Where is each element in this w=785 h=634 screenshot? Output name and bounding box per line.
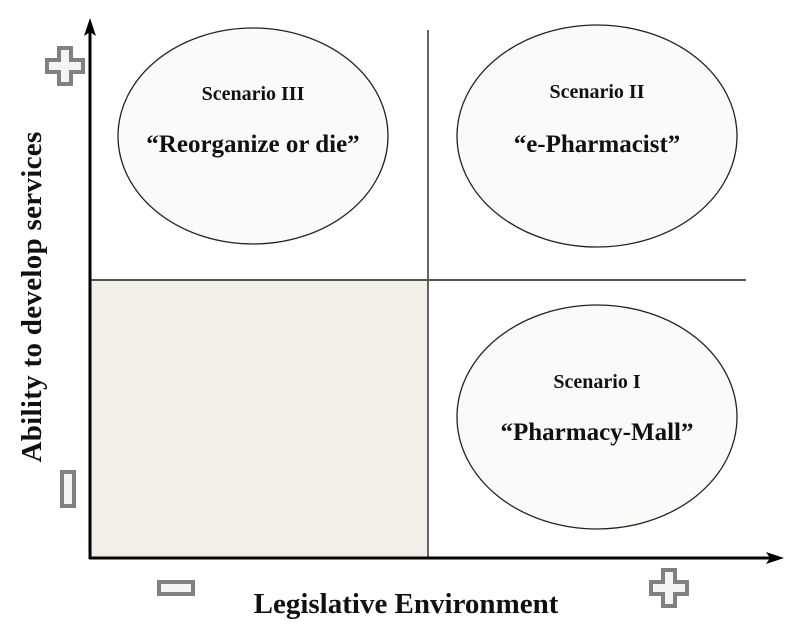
scenario-ii-name: “e-Pharmacist”	[514, 131, 681, 158]
scenario-ii-title: Scenario II	[550, 81, 645, 103]
scenario-iii-ellipse	[117, 27, 389, 245]
scenario-i-name: “Pharmacy-Mall”	[500, 419, 693, 446]
x-axis-low-minus-icon	[157, 580, 195, 596]
x-axis-label: Legislative Environment	[253, 588, 559, 620]
y-axis-low-minus-icon	[60, 470, 76, 508]
y-axis-arrowhead	[84, 18, 96, 36]
y-axis-label: Ability to develop services	[16, 131, 48, 463]
scenario-i-title: Scenario I	[553, 371, 640, 393]
x-axis-arrowhead	[766, 552, 784, 564]
scenario-iii-title: Scenario III	[202, 83, 305, 105]
scenario-iii-name: “Reorganize or die”	[146, 131, 359, 158]
y-axis-high-plus-icon	[45, 46, 85, 86]
scenario-ii-ellipse	[456, 24, 738, 248]
x-axis-high-plus-icon	[649, 568, 689, 608]
scenario-i-ellipse	[456, 304, 738, 530]
shaded-quadrant-bottom-left	[90, 280, 428, 558]
